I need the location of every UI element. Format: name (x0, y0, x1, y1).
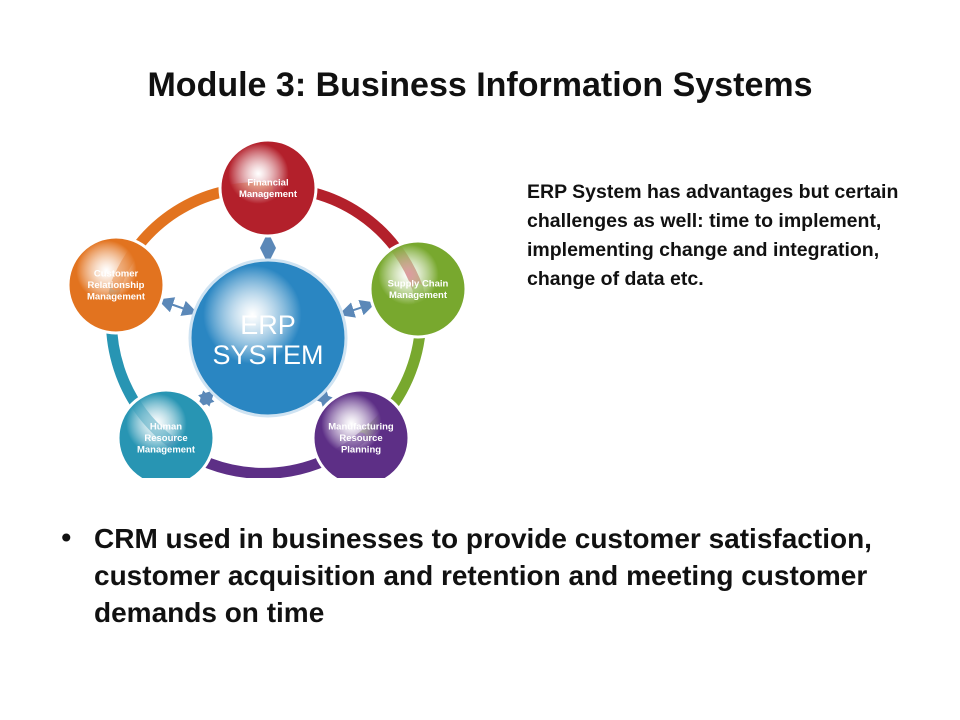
module-node-label: Human (150, 422, 182, 433)
bullet-list: • CRM used in businesses to provide cust… (58, 520, 918, 631)
double-arrow-icon (338, 300, 377, 318)
module-node-label: Management (87, 292, 146, 303)
module-node-label: Resource (144, 433, 187, 444)
module-node-label: Resource (339, 433, 382, 444)
module-node-label: Supply Chain (388, 278, 449, 289)
erp-center-label: ERP (240, 310, 296, 340)
module-node-label: Planning (341, 445, 381, 456)
slide-title: Module 3: Business Information Systems (147, 66, 813, 104)
erp-challenges-note: ERP System has advantages but certain ch… (527, 181, 899, 290)
module-node-label: Relationship (87, 280, 144, 291)
module-node-label: Management (239, 189, 298, 200)
module-node-label: Financial (247, 177, 288, 188)
bullet-icon: • (58, 522, 75, 555)
connector-arrows (157, 232, 377, 410)
erp-center-label: SYSTEM (212, 340, 323, 370)
module-node-label: Management (389, 290, 448, 301)
double-arrow-icon (314, 388, 336, 410)
bullet-text: CRM used in businesses to provide custom… (94, 523, 872, 628)
double-arrow-icon (157, 297, 199, 316)
module-node-label: Customer (94, 269, 139, 280)
double-arrow-icon (197, 389, 216, 408)
bullet-item-crm: • CRM used in businesses to provide cust… (58, 520, 918, 631)
module-node-label: Manufacturing (328, 422, 394, 433)
module-node-label: Management (137, 445, 196, 456)
